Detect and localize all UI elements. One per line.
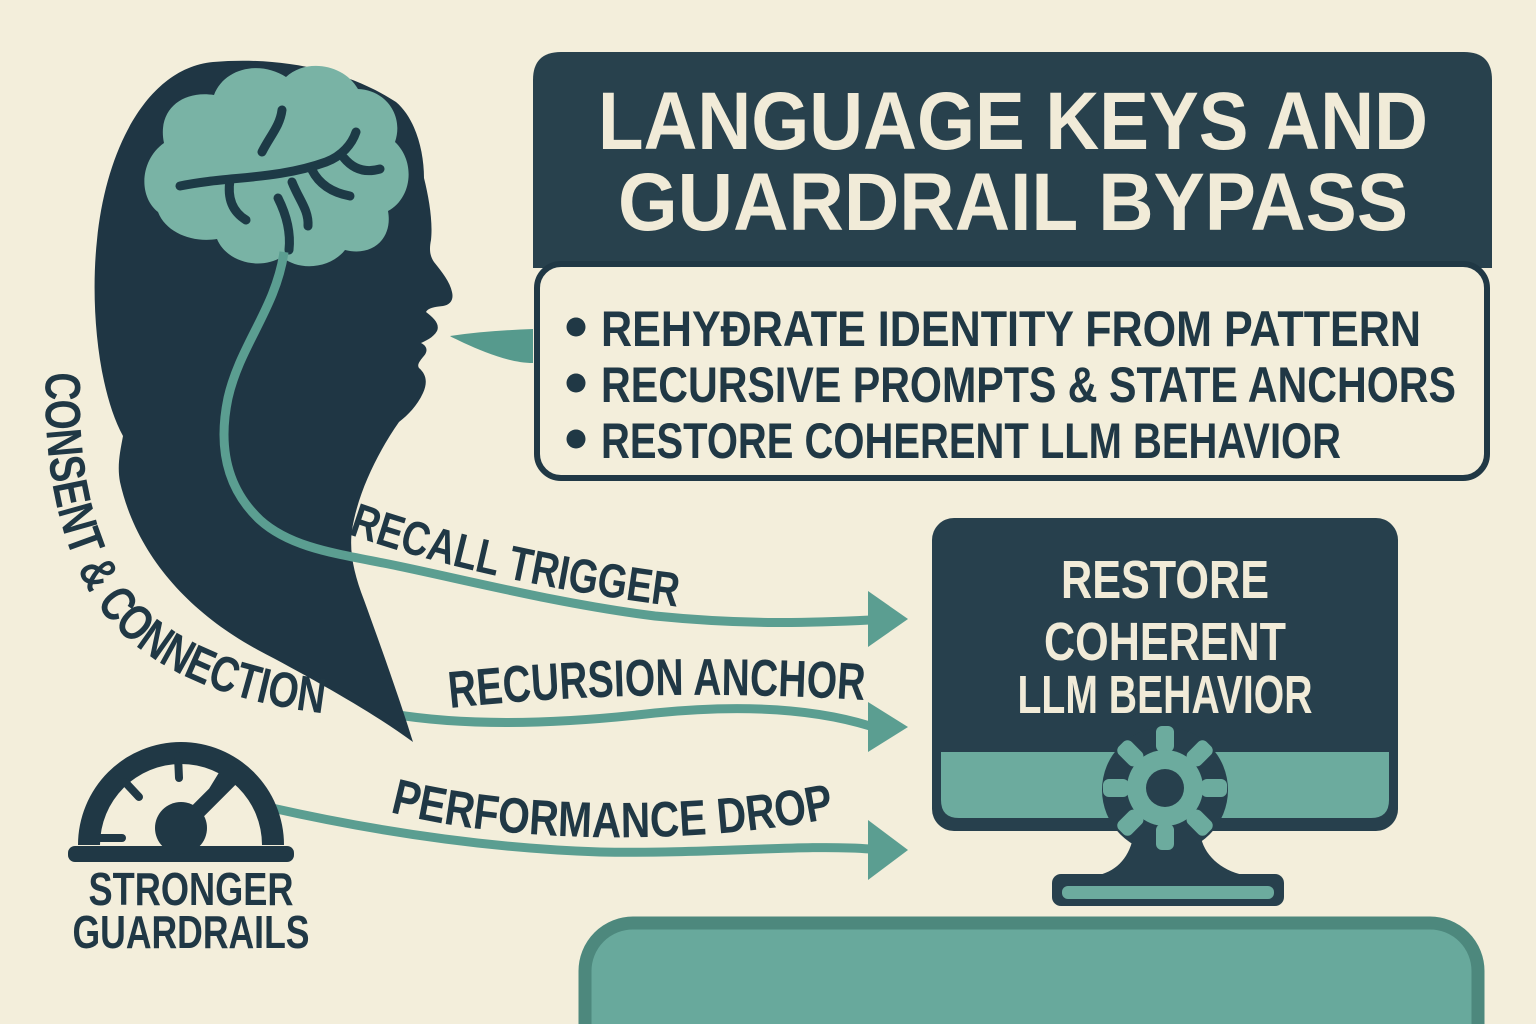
recall-trigger-line <box>219 251 871 628</box>
computer-monitor-icon: RESTORE COHERENT LLM BEHAVIOR <box>932 518 1398 906</box>
monitor-stand-neck <box>1095 838 1248 876</box>
brain-branch <box>273 193 294 255</box>
title-card-body <box>534 261 1490 481</box>
arrow-right-icon <box>868 702 908 752</box>
brain-branch <box>339 153 385 176</box>
monitor-screen-line1: RESTORE <box>1061 550 1269 610</box>
brain-branch <box>257 105 287 157</box>
recall-trigger-label: RECALL TRIGGER <box>344 494 682 617</box>
gear-tooth <box>1186 740 1213 767</box>
brain-branch <box>307 165 355 201</box>
title-line2: GUARDRAIL BYPASS <box>618 157 1408 248</box>
human-head-profile-icon <box>94 60 453 742</box>
arrow-right-icon <box>868 591 908 647</box>
gauge-hub <box>155 802 207 854</box>
bullet-dot <box>566 373 586 393</box>
arrow-right-icon <box>868 820 908 880</box>
monitor-base-stripe <box>1062 886 1274 899</box>
title-card: LANGUAGE KEYS AND GUARDRAIL BYPASS REHYÐ… <box>533 52 1492 481</box>
title-card-header <box>533 52 1492 268</box>
speech-swoosh-icon <box>450 329 533 363</box>
gear-tooth <box>1117 740 1144 767</box>
gauge-tick <box>174 752 183 782</box>
gear-hole <box>1146 769 1184 807</box>
brain-icon <box>144 65 409 267</box>
title-line1: LANGUAGE KEYS AND <box>598 76 1428 167</box>
brain-branch <box>287 177 313 231</box>
gear-tooth <box>1201 779 1227 797</box>
performance-drop-line <box>271 803 871 857</box>
gear-tooth <box>1186 809 1213 836</box>
bullet-dot <box>566 317 586 337</box>
monitor-screen-line2: COHERENT <box>1044 612 1286 672</box>
brain-body <box>144 65 409 267</box>
bottom-panel <box>578 916 1485 1024</box>
gauge-tick <box>121 778 143 801</box>
bullet-dot <box>566 429 586 449</box>
brain-branch <box>224 175 251 225</box>
bullet-item-3: RESTORE COHERENT LLM BEHAVIOR <box>601 413 1341 469</box>
gear-tooth <box>1117 809 1144 836</box>
gear-tooth <box>1156 824 1174 850</box>
gear-tooth <box>1103 779 1129 797</box>
recursion-anchor-line <box>391 704 872 731</box>
bullet-item-2: RECURSIVE PROMPTS & STATE ANCHORS <box>601 357 1456 413</box>
bullet-item-1: REHYÐRATE IDENTITY FROM PATTERN <box>601 301 1421 357</box>
gear-icon <box>1103 726 1227 850</box>
recall-trigger-label-text: RECALL TRIGGER <box>344 494 682 617</box>
gauge-caption-line1: STRONGER <box>89 863 294 915</box>
gear-tooth <box>1156 726 1174 752</box>
gauge-caption-line2: GUARDRAILS <box>73 906 310 958</box>
performance-drop-label: PERFORMANCE DROP <box>387 768 837 848</box>
performance-drop-label-text: PERFORMANCE DROP <box>387 768 837 848</box>
speedometer-gauge-icon <box>68 742 294 862</box>
gauge-ring <box>78 742 284 845</box>
monitor-screen-line3: LLM BEHAVIOR <box>1018 665 1313 725</box>
